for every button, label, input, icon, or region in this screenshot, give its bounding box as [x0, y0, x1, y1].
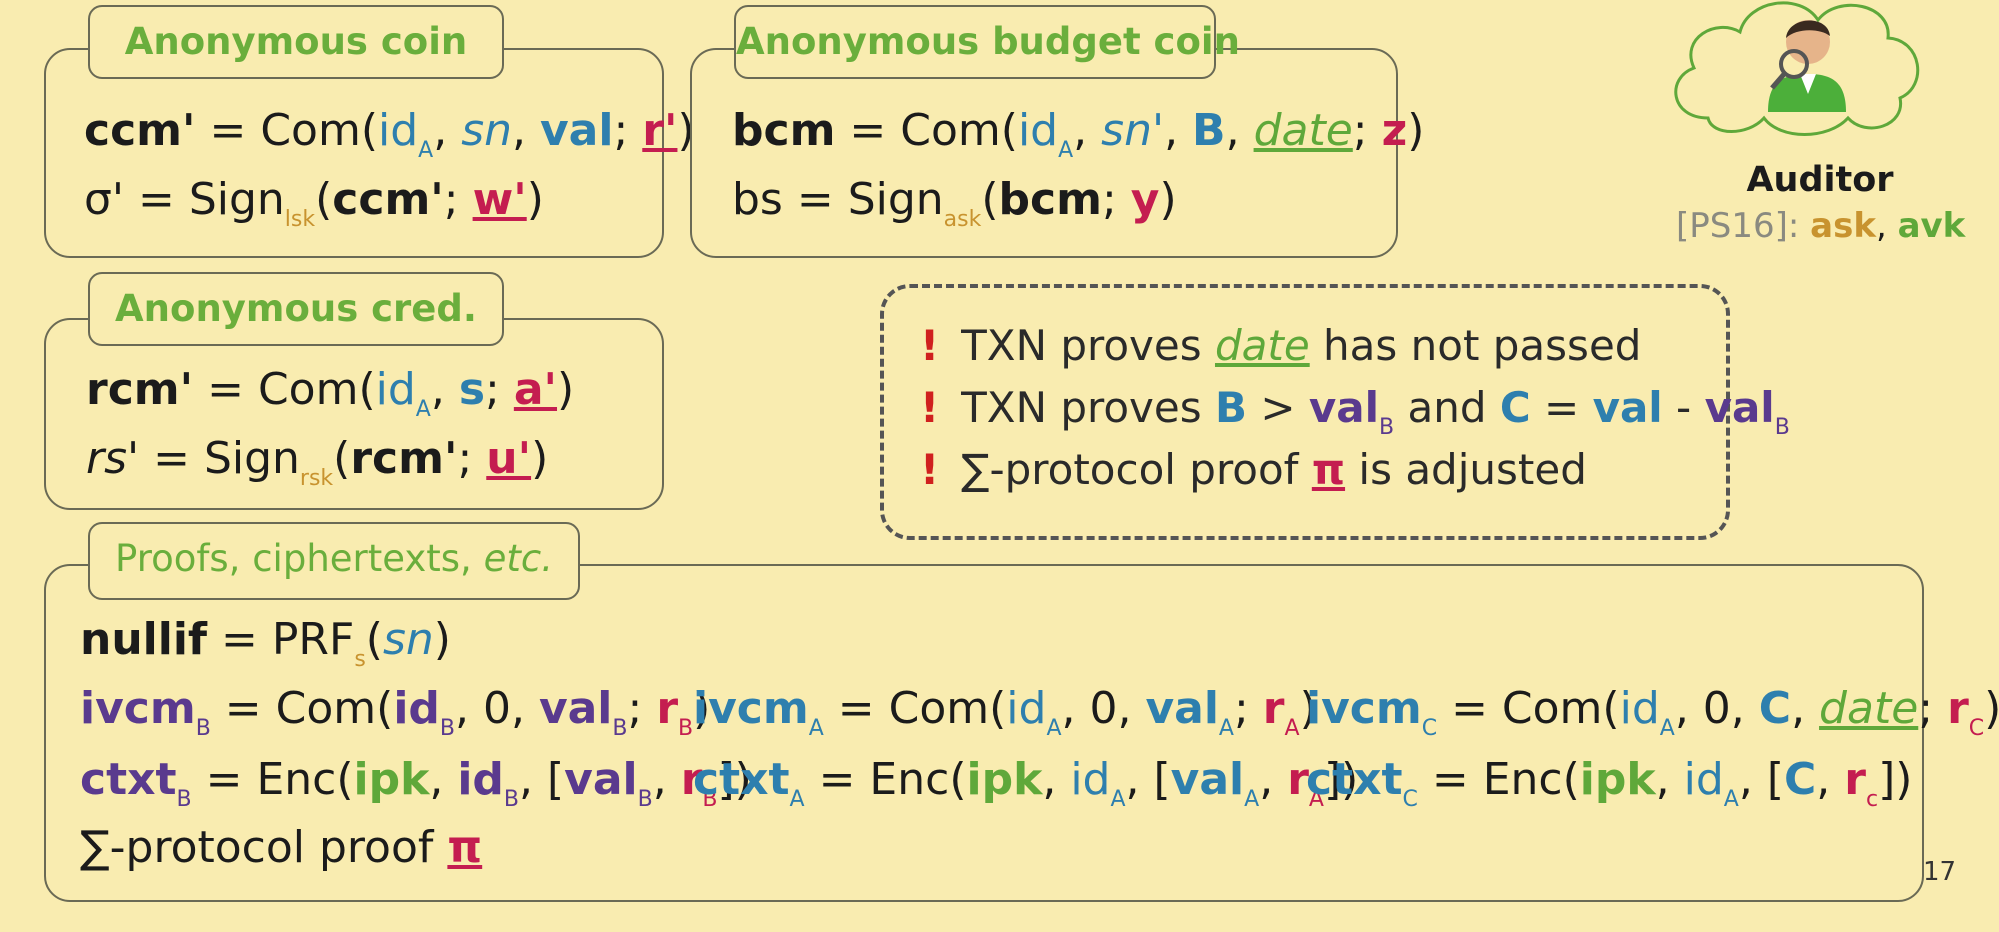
- ivcm-a-line: ivcmA = Com(idA, 0, valA; rA): [693, 683, 1317, 741]
- ivcm-c-line: ivcmC = Com(idA, 0, C, date; rC): [1306, 683, 1999, 741]
- ccm-commitment-line: ccm' = Com(idA, sn, val; r'): [84, 105, 695, 163]
- proofs-box: [44, 564, 1924, 902]
- proofs-title: Proofs, ciphertexts, etc.: [88, 522, 580, 600]
- note-date: !TXN proves date has not passed: [920, 321, 1642, 370]
- anonymous-coin-title: Anonymous coin: [88, 5, 504, 79]
- nullifier-line: nullif = PRFs(sn): [80, 614, 451, 672]
- anonymous-cred-box: [44, 318, 664, 510]
- auditor-keys: [PS16]: ask, avk: [1676, 206, 1966, 246]
- note-proof-adjusted: !∑-protocol proof π is adjusted: [920, 445, 1587, 494]
- exclamation-icon: !: [920, 383, 940, 432]
- ivcm-b-line: ivcmB = Com(idB, 0, valB; rB): [80, 683, 711, 741]
- page-number: 17: [1923, 857, 1957, 887]
- notes-box: [880, 284, 1730, 540]
- budget-signature-line: bs = Signask(bcm; y): [732, 174, 1177, 232]
- anonymous-coin-box: [44, 48, 664, 258]
- budget-coin-title: Anonymous budget coin: [734, 5, 1240, 79]
- anonymous-cred-title: Anonymous cred.: [88, 272, 504, 346]
- ctxt-b-line: ctxtB = Enc(ipk, idB, [valB, rB]): [80, 754, 752, 812]
- exclamation-icon: !: [920, 321, 940, 370]
- ctxt-c-line: ctxtC = Enc(ipk, idA, [C, rc]): [1306, 754, 1913, 812]
- cred-signature-line: rs' = Signrsk(rcm'; u'): [86, 433, 549, 491]
- rcm-commitment-line: rcm' = Com(idA, s; a'): [86, 364, 575, 422]
- exclamation-icon: !: [920, 445, 940, 494]
- bcm-commitment-line: bcm = Com(idA, sn', B, date; z): [732, 105, 1425, 163]
- auditor-label: Auditor: [1746, 160, 1894, 200]
- coin-signature-line: σ' = Signlsk(ccm'; w'): [84, 174, 544, 232]
- note-budget-check: !TXN proves B > valB and C = val - valB: [920, 383, 1790, 440]
- auditor-person-icon: [1768, 20, 1846, 112]
- sigma-proof-line: ∑-protocol proof π: [80, 822, 483, 873]
- budget-coin-box: [690, 48, 1398, 258]
- auditor-cloud-icon: [1674, 1, 1920, 136]
- ctxt-a-line: ctxtA = Enc(ipk, idA, [valA, rA]): [693, 754, 1359, 812]
